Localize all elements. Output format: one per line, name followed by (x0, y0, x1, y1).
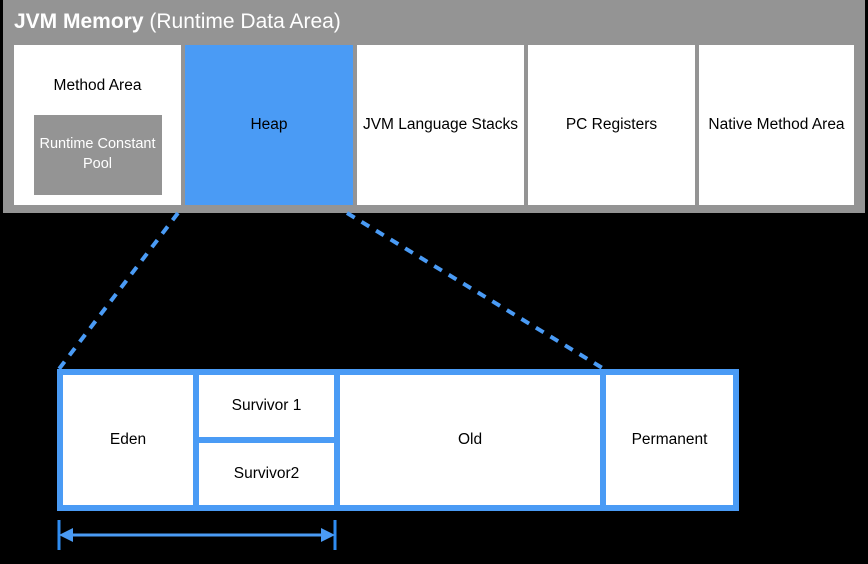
span-arrowhead-left (59, 528, 73, 542)
heap-region-permanent[interactable]: Permanent (606, 375, 733, 505)
jvm-memory-title: JVM Memory (Runtime Data Area) (14, 6, 341, 38)
pc-registers-label: PC Registers (565, 115, 658, 133)
connector-line-left (57, 211, 180, 371)
heap-region-survivor-1[interactable]: Survivor 1 (199, 375, 334, 437)
eden-label: Eden (109, 431, 147, 448)
heap-detail-regions: Eden Survivor 1 Survivor2 Old Permanent (63, 375, 733, 505)
jvm-language-stacks-label: JVM Language Stacks (362, 115, 519, 133)
region-pc-registers[interactable]: PC Registers (528, 45, 695, 205)
runtime-data-area-regions: Method Area Runtime Constant Pool Heap J… (14, 45, 854, 205)
old-label: Old (457, 431, 483, 448)
title-regular-part: (Runtime Data Area) (143, 10, 341, 33)
native-method-area-label: Native Method Area (708, 115, 845, 133)
heap-region-survivor-2[interactable]: Survivor2 (199, 443, 334, 505)
heap-region-old[interactable]: Old (340, 375, 600, 505)
jvm-memory-panel: JVM Memory (Runtime Data Area) Method Ar… (3, 0, 865, 213)
region-jvm-language-stacks[interactable]: JVM Language Stacks (357, 45, 524, 205)
heap-region-survivor-column: Survivor 1 Survivor2 (199, 375, 334, 505)
survivor-2-label: Survivor2 (233, 465, 300, 482)
heap-detail-panel: Eden Survivor 1 Survivor2 Old Permanent (57, 369, 739, 511)
title-bold-part: JVM Memory (14, 10, 144, 33)
span-arrowhead-right (321, 528, 335, 542)
heap-region-eden[interactable]: Eden (63, 375, 193, 505)
heap-label: Heap (250, 115, 288, 133)
connector-line-right (345, 211, 606, 371)
survivor-1-label: Survivor 1 (231, 397, 302, 414)
method-area-label: Method Area (53, 77, 142, 94)
region-heap[interactable]: Heap (185, 45, 353, 205)
method-area-content: Method Area Runtime Constant Pool (14, 45, 181, 205)
runtime-constant-pool-box[interactable]: Runtime Constant Pool (33, 114, 162, 195)
permanent-label: Permanent (631, 431, 708, 448)
region-native-method-area[interactable]: Native Method Area (699, 45, 854, 205)
region-method-area[interactable]: Method Area Runtime Constant Pool (14, 45, 181, 205)
young-generation-span-arrow (57, 520, 337, 550)
